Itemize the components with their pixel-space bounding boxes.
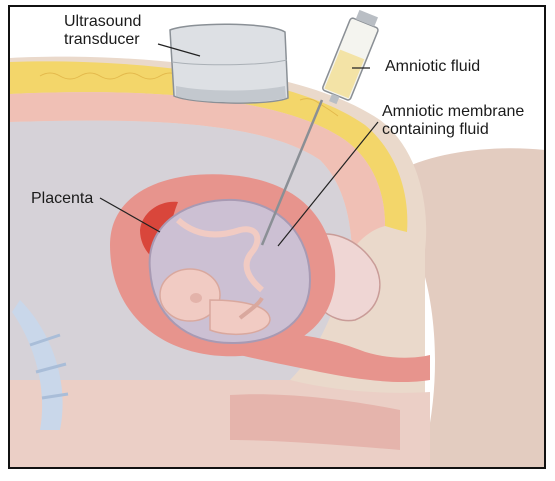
label-amniotic-membrane: Amniotic membrane containing fluid xyxy=(382,103,524,139)
ultrasound-transducer xyxy=(170,24,288,103)
label-amniotic-fluid: Amniotic fluid xyxy=(385,58,480,76)
label-placenta: Placenta xyxy=(31,190,93,208)
label-ultrasound-transducer: Ultrasound transducer xyxy=(64,13,141,49)
